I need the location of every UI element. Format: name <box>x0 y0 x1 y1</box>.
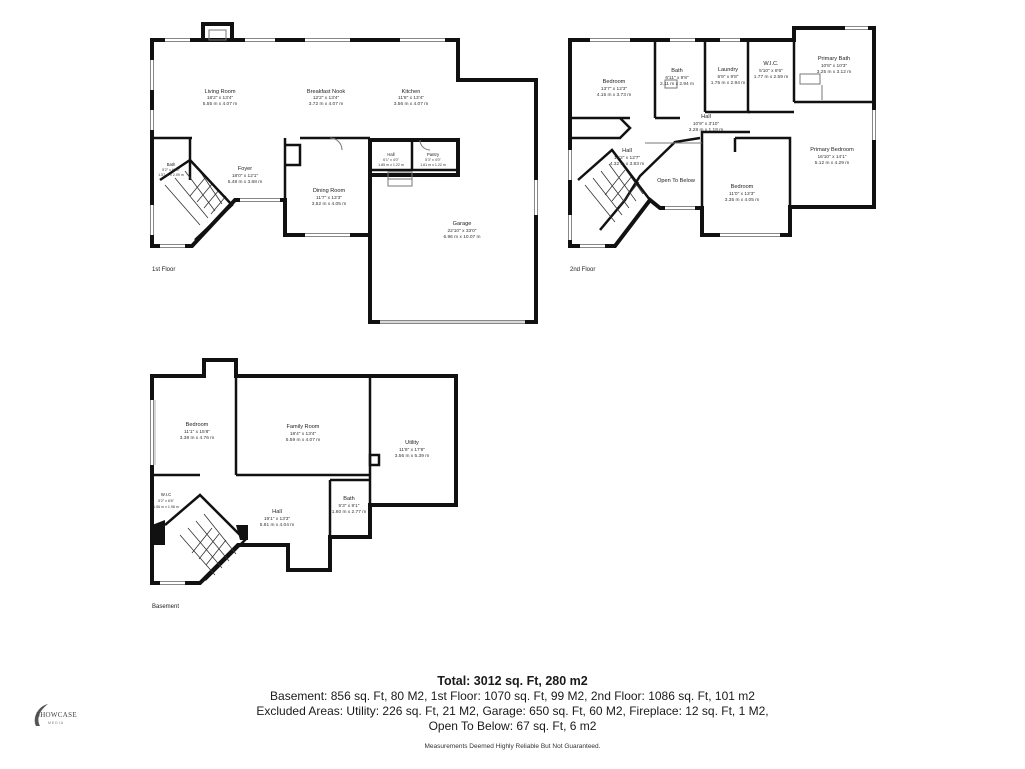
room-metric: 4.15 m x 3.73 m <box>597 92 631 98</box>
room-name: Bath <box>343 496 355 502</box>
room-metric: 2.11 m x 2.94 m <box>660 81 694 87</box>
room-name: Bedroom <box>186 422 209 428</box>
swoosh-icon <box>34 704 48 726</box>
showcase-logo: SHOWCASE MEDIA <box>24 700 84 730</box>
room-metric: 5.12 m x 4.29 m <box>815 160 849 166</box>
room-imperial: 18'2" x 13'4" <box>207 95 234 101</box>
room-imperial: 18'4" x 13'4" <box>290 431 317 437</box>
room-metric: 3.56 m x 5.39 m <box>395 453 429 459</box>
room-name: Primary Bedroom <box>810 147 854 153</box>
floor-label: 2nd Floor <box>570 267 595 273</box>
room-imperial: 18'0" x 12'1" <box>232 173 259 179</box>
open-to-below-area: Open To Below: 67 sq. Ft, 6 m2 <box>428 719 597 733</box>
room-metric: 1.77 m x 2.59 m <box>754 74 788 80</box>
room-metric: 1.56 m x 1.98 m <box>153 505 179 509</box>
room-name: Garage <box>453 221 472 227</box>
floor-label: 1st Floor <box>152 267 175 273</box>
logo-subtext: MEDIA <box>48 721 65 725</box>
room-name: Foyer <box>238 166 252 172</box>
room-metric: 3.35 m x 4.05 m <box>725 197 759 203</box>
room-imperial: 11'0" x 13'3" <box>729 191 755 197</box>
second-floor-plan <box>568 26 876 248</box>
room-metric: 1.60 m x 2.77 m <box>332 509 366 515</box>
room-imperial: 19'1" x 13'3" <box>264 516 291 522</box>
room-metric: 1.75 m x 2.94 m <box>711 80 745 86</box>
room-name: Primary Bath <box>818 56 850 62</box>
room-imperial: 16'10" x 14'1" <box>818 154 847 160</box>
floor-label: Basement <box>152 604 179 610</box>
room-metric: 1.61 m x 1.22 m <box>420 163 446 167</box>
room-metric: 4.32 m x 3.83 m <box>610 161 644 167</box>
excluded-areas: Excluded Areas: Utility: 226 sq. Ft, 21 … <box>256 704 769 718</box>
floor-areas: Basement: 856 sq. Ft, 80 M2, 1st Floor: … <box>270 689 755 703</box>
room-name: Kitchen <box>402 89 421 95</box>
room-name: Pantry <box>427 152 440 157</box>
room-imperial: 6'1" x 4'0" <box>383 158 399 162</box>
room-name: Breakfast Nook <box>307 89 345 95</box>
room-imperial: 5'3" x 9'1" <box>339 503 360 509</box>
room-metric: 3.28 m x 1.18 m <box>689 127 723 133</box>
room-imperial: 12'2" x 13'4" <box>313 95 340 101</box>
room-imperial: 10'9" x 3'10" <box>693 121 720 127</box>
basement-plan <box>150 358 458 585</box>
room-imperial: 5'2" x 6'10" <box>162 168 180 172</box>
room-name: Bath <box>671 68 683 74</box>
room-imperial: 10'8" x 10'3" <box>821 63 848 69</box>
room-name: Bedroom <box>731 184 754 190</box>
room-name: W.I.C. <box>763 61 779 67</box>
total-area: Total: 3012 sq. Ft, 280 m2 <box>437 674 588 688</box>
room-metric: 5.81 m x 4.04 m <box>260 522 294 528</box>
first-floor-labels: Living Room 18'2" x 13'4" 5.55 m x 4.07 … <box>152 89 481 273</box>
room-name: Hall <box>622 148 632 154</box>
logo-text: SHOWCASE <box>36 711 77 719</box>
room-name: Hall <box>701 114 711 120</box>
room-imperial: 14'2" x 12'7" <box>614 155 641 161</box>
room-name: Living Room <box>204 89 235 95</box>
disclaimer: Measurements Deemed Highly Reliable But … <box>424 743 601 750</box>
room-name: W.I.C <box>161 492 171 497</box>
room-imperial: 5'10" x 8'6" <box>759 68 783 74</box>
room-name: Open To Below <box>657 178 696 184</box>
room-metric: 6.96 m x 10.07 m <box>443 234 480 240</box>
room-metric: 3.52 m x 4.05 m <box>312 201 346 207</box>
room-metric: 5.59 m x 4.07 m <box>286 437 320 443</box>
room-name: Laundry <box>718 67 738 73</box>
first-floor-plan <box>150 22 538 324</box>
room-imperial: 6'11" x 9'8" <box>665 75 689 81</box>
area-summary: Total: 3012 sq. Ft, 280 m2 Basement: 856… <box>0 673 1025 734</box>
basement-labels: Bedroom 11'1" x 15'8" 3.38 m x 4.76 m Fa… <box>152 422 429 610</box>
room-metric: 3.72 m x 4.07 m <box>309 101 343 107</box>
second-floor-labels: Bedroom 13'7" x 12'3" 4.15 m x 3.73 m Ba… <box>570 56 854 273</box>
room-imperial: 22'10" x 33'0" <box>448 228 477 234</box>
room-name: Hall <box>387 152 394 157</box>
room-name: Dining Room <box>313 188 346 194</box>
room-imperial: 5'3" x 4'0" <box>425 158 441 162</box>
room-name: Utility <box>405 440 419 446</box>
room-imperial: 11'1" x 15'8" <box>184 429 210 435</box>
room-metric: 3.25 m x 3.12 m <box>817 69 851 75</box>
room-imperial: 5'2" x 6'6" <box>158 499 174 503</box>
room-metric: 5.48 m x 3.68 m <box>228 179 262 185</box>
room-imperial: 11'7" x 13'3" <box>316 195 342 201</box>
room-metric: 1.57 m x 2.09 m <box>158 173 184 177</box>
room-name: Bedroom <box>603 79 626 85</box>
room-imperial: 11'8" x 17'8" <box>399 447 425 453</box>
room-name: Hall <box>272 509 282 515</box>
room-name: Bath <box>167 162 176 167</box>
room-metric: 3.38 m x 4.76 m <box>180 435 214 441</box>
room-metric: 1.85 m x 1.22 m <box>378 163 404 167</box>
room-metric: 3.56 m x 4.07 m <box>394 101 428 107</box>
room-name: Family Room <box>287 424 320 430</box>
room-imperial: 13'7" x 12'3" <box>601 86 628 92</box>
room-imperial: 11'8" x 13'4" <box>398 95 424 101</box>
room-imperial: 5'9" x 9'8" <box>718 74 739 80</box>
room-metric: 5.55 m x 4.07 m <box>203 101 237 107</box>
